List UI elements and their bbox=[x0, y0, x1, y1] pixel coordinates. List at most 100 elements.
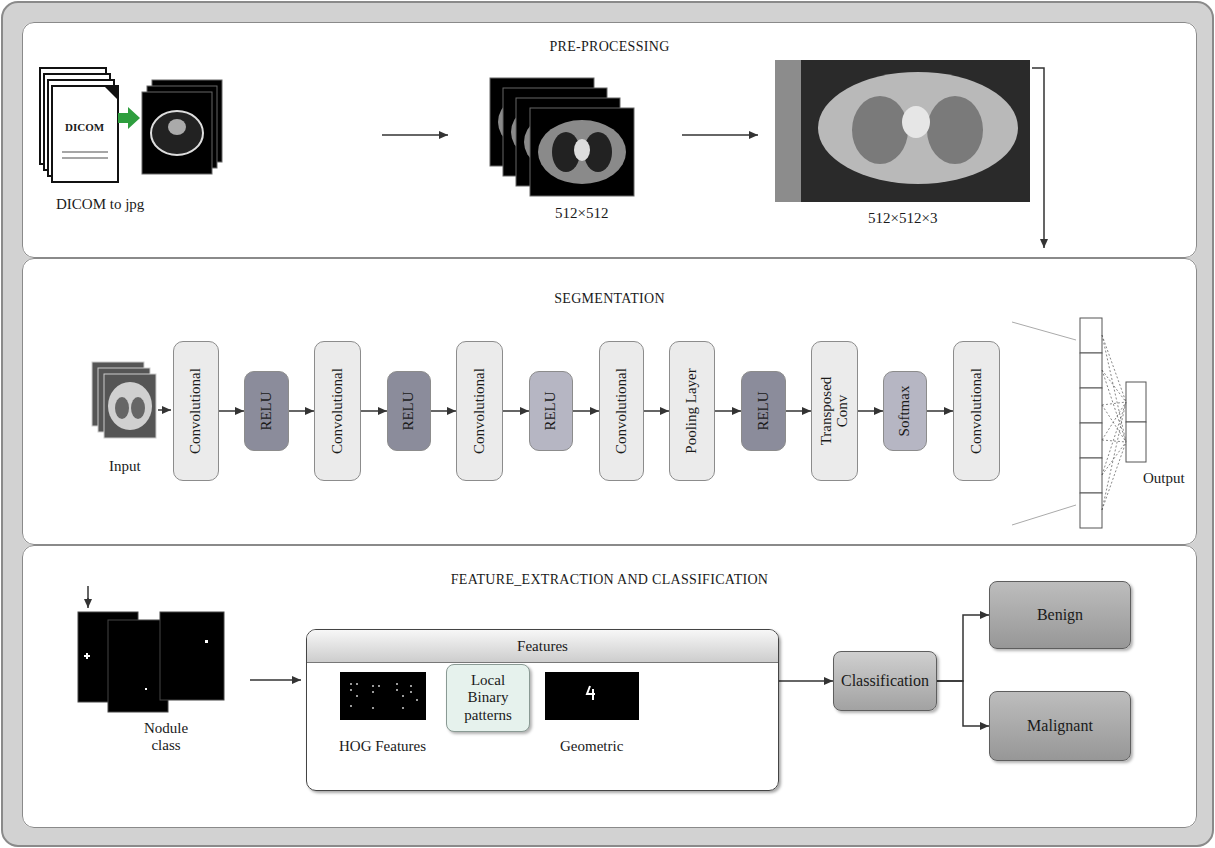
net-line bbox=[1012, 322, 1076, 340]
transposed-conv-layer: Transposed Conv bbox=[811, 341, 858, 481]
class-box: Malignant bbox=[989, 691, 1131, 761]
nodule-shape bbox=[587, 686, 595, 700]
group-heading: Features bbox=[307, 630, 778, 663]
classifier-box: Classification bbox=[833, 651, 937, 711]
box-label: Malignant bbox=[1027, 717, 1093, 735]
nodule-dot bbox=[84, 653, 90, 659]
page-corner bbox=[104, 86, 118, 100]
io-label: Input bbox=[109, 458, 141, 475]
ct-heart bbox=[902, 106, 930, 138]
panel-ground bbox=[22, 22, 1197, 258]
net-cell bbox=[1080, 353, 1102, 388]
input-stack bbox=[92, 362, 156, 438]
step-caption: DICOM to jpg bbox=[56, 196, 144, 213]
conv-layer: Convolutional bbox=[314, 341, 361, 481]
conv-layer: Convolutional bbox=[599, 341, 644, 481]
flow-arrow bbox=[431, 410, 456, 412]
ct-stack bbox=[142, 80, 222, 174]
geometric-image bbox=[545, 672, 639, 720]
net-cell bbox=[1126, 382, 1146, 422]
feature-caption: HOG Features bbox=[339, 738, 426, 755]
net-cell bbox=[1080, 423, 1102, 458]
box-label: Benign bbox=[1037, 606, 1083, 624]
feature-caption: Geometric bbox=[560, 738, 623, 755]
net-cell bbox=[1080, 388, 1102, 423]
io-label: Output bbox=[1143, 470, 1185, 487]
panel-ground bbox=[22, 258, 1197, 545]
layer-label: Convolutional bbox=[330, 368, 346, 454]
slice-stack bbox=[490, 78, 634, 196]
flow-arrow bbox=[927, 410, 953, 412]
image-caption: Nodule class bbox=[136, 720, 196, 755]
flow-arrow bbox=[573, 410, 599, 412]
flow-arrow bbox=[715, 410, 741, 412]
stage-panel: SEGMENTATION Convolutional RELU Convolution… bbox=[22, 258, 1197, 545]
rgb-slice bbox=[775, 60, 1030, 202]
feature-group: FeaturesLocal Binary patterns bbox=[306, 629, 779, 791]
hog-dots bbox=[350, 684, 418, 708]
flow-arrow bbox=[289, 410, 314, 412]
hog-image bbox=[340, 672, 426, 720]
feature-box: Local Binary patterns bbox=[446, 664, 530, 732]
stage-panel: FEATURE_EXTRACTION AND CLASSIFICATIONFea… bbox=[22, 545, 1197, 828]
nodule-image bbox=[108, 620, 168, 712]
flow-arrow bbox=[937, 681, 989, 726]
flow-arrow bbox=[779, 680, 833, 682]
convert-arrow bbox=[118, 107, 140, 129]
layer-label: Convolutional bbox=[614, 368, 630, 454]
flow-arrow bbox=[937, 615, 989, 681]
nodule-image bbox=[160, 612, 224, 700]
layer-label: Convolutional bbox=[969, 368, 985, 454]
layer-label: Transposed Conv bbox=[819, 371, 851, 451]
flow-arrow bbox=[87, 586, 89, 608]
layer-label: RELU bbox=[756, 391, 772, 430]
relu-layer: RELU bbox=[387, 371, 431, 451]
ct-slice bbox=[142, 92, 212, 174]
conv-layer: Convolutional bbox=[953, 341, 1000, 481]
ct-heart bbox=[574, 139, 590, 161]
ct-slice bbox=[530, 108, 634, 196]
output-net bbox=[1012, 318, 1146, 528]
net-cell bbox=[1126, 422, 1146, 462]
layer-label: Pooling Layer bbox=[684, 368, 700, 453]
layer-label: RELU bbox=[543, 391, 559, 430]
hog-ground bbox=[340, 672, 426, 720]
relu-layer: RELU bbox=[244, 371, 289, 451]
size-caption: 512×512 bbox=[555, 205, 608, 222]
conv-layer: Convolutional bbox=[456, 341, 503, 481]
flow-arrow bbox=[682, 134, 758, 136]
ct-body bbox=[108, 382, 152, 430]
nodule-dot bbox=[205, 640, 208, 643]
ct-strip bbox=[775, 60, 801, 202]
ct-lung bbox=[927, 96, 983, 164]
ct-body bbox=[151, 111, 203, 155]
stage-panel: PRE-PROCESSING bbox=[22, 22, 1197, 258]
ct-ground bbox=[775, 60, 1030, 202]
flow-arrow bbox=[786, 410, 811, 412]
box-label: Classification bbox=[841, 672, 929, 690]
net-cell bbox=[1080, 458, 1102, 493]
net-line bbox=[1012, 505, 1076, 525]
net-cell bbox=[1080, 318, 1102, 353]
class-box: Benign bbox=[989, 581, 1131, 649]
dicom-stack bbox=[40, 68, 118, 182]
panel-heading: SEGMENTATION bbox=[23, 291, 1196, 307]
ct-slice bbox=[104, 374, 156, 438]
ct-lung bbox=[852, 96, 908, 164]
ct-lung bbox=[115, 397, 129, 419]
geometric-ground bbox=[545, 672, 639, 720]
layer-label: Convolutional bbox=[188, 368, 204, 454]
relu-layer: RELU bbox=[741, 371, 786, 451]
flow-arrow bbox=[219, 410, 244, 412]
nodule-dot bbox=[145, 688, 147, 690]
ct-heart bbox=[168, 119, 186, 135]
panel-heading: PRE-PROCESSING bbox=[23, 39, 1196, 55]
relu-layer: RELU bbox=[529, 371, 573, 451]
flow-arrow bbox=[503, 410, 529, 412]
layer-label: Softmax bbox=[897, 386, 913, 437]
flow-arrow bbox=[858, 410, 883, 412]
file-label: DICOM bbox=[65, 121, 104, 134]
ct-body bbox=[818, 72, 1018, 184]
